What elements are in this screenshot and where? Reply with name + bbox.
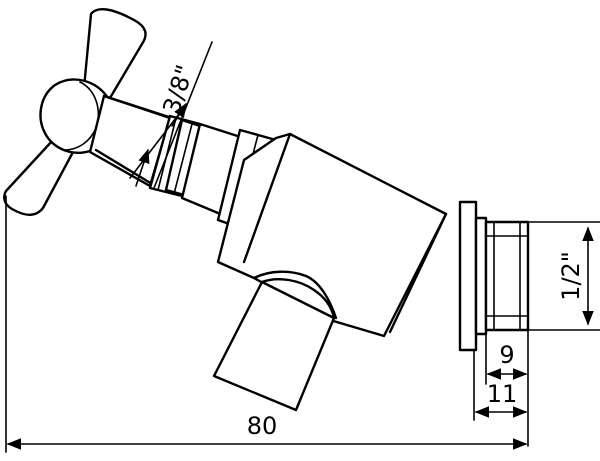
spout — [212, 278, 336, 412]
dim-thread-length-label: 9 — [499, 341, 514, 369]
dim-flange-depth: 11 — [473, 349, 528, 421]
flange — [458, 200, 478, 352]
tap-body — [216, 132, 448, 338]
dim-outlet-thread: 1/2" — [527, 221, 600, 331]
dim-overall-length: 80 — [5, 195, 528, 453]
dim-outlet-label: 1/2" — [557, 251, 585, 301]
dim-flange-depth-label: 11 — [487, 380, 518, 408]
dim-overall-length-label: 80 — [247, 412, 278, 440]
outlet-fitting — [458, 200, 530, 352]
handle-wing-upper — [82, 8, 147, 100]
handle-wing-lower — [3, 138, 75, 217]
dim-inlet-label: 3/8" — [157, 62, 199, 118]
dim-thread-length: 9 — [485, 329, 529, 447]
outlet-thread — [484, 220, 530, 332]
